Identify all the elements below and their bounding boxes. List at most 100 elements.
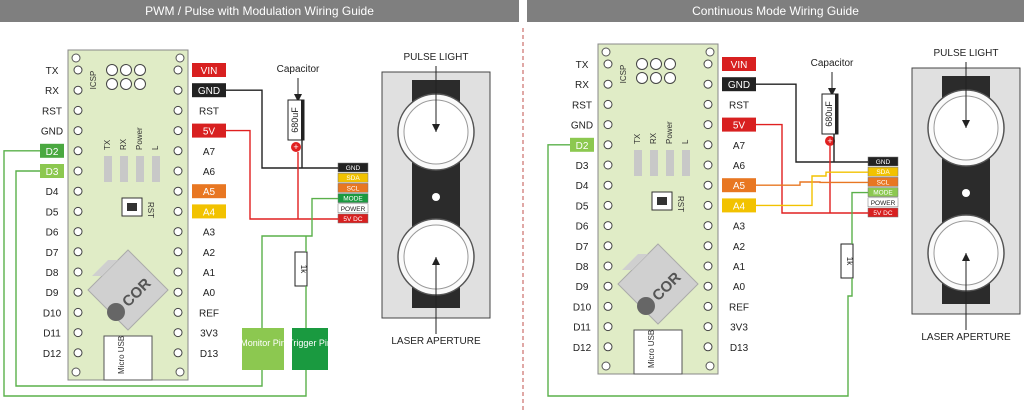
- resistor-body: [840, 243, 854, 279]
- mounting-hole: [601, 47, 611, 57]
- wire-mode-resistor: [851, 191, 868, 244]
- pin-hole-left: [73, 126, 83, 136]
- mounting-hole: [71, 53, 81, 63]
- pin-hole-left: [603, 79, 613, 89]
- trigger-pin-box: [292, 328, 328, 370]
- sensor-pin-bg: [337, 172, 369, 183]
- pin-hole-right: [703, 342, 713, 352]
- pin-label-right: RST: [199, 106, 219, 117]
- pin-hole-left: [73, 348, 83, 358]
- reset-button-cap: [127, 203, 137, 211]
- led-indicator: [152, 156, 160, 182]
- mounting-hole: [705, 47, 715, 57]
- capacitor-arrowhead: [294, 94, 302, 102]
- mounting-hole: [175, 53, 185, 63]
- pin-label-left: D12: [43, 349, 62, 360]
- right-title-banner: Continuous Mode Wiring Guide: [527, 0, 1024, 22]
- logo-badge: [107, 303, 125, 321]
- pin-label-right: A2: [203, 248, 216, 259]
- pin-hole-right: [173, 105, 183, 115]
- pin-label-left: D9: [576, 282, 589, 293]
- pin-hole-left: [73, 166, 83, 176]
- wire-gnd: [226, 89, 338, 169]
- pin-label-left: D6: [46, 228, 59, 239]
- usb-label: Micro USB: [647, 330, 656, 368]
- icsp-pin: [106, 78, 118, 90]
- pin-label-right: D13: [730, 343, 749, 354]
- pin-hole-right: [703, 261, 713, 271]
- led-label: RX: [649, 132, 658, 144]
- led-label: L: [681, 139, 690, 144]
- led-label: TX: [633, 133, 642, 144]
- pin-label-left: RST: [572, 100, 592, 111]
- sensor-pin-label: 5V DC: [343, 216, 362, 223]
- pin-hole-left: [603, 200, 613, 210]
- pin-label-right: 3V3: [730, 323, 748, 334]
- reset-label: RST: [676, 196, 685, 212]
- pin-hole-left: [603, 120, 613, 130]
- resistor-body: [294, 251, 308, 287]
- pin-label-right: 3V3: [200, 329, 218, 340]
- pin-label-left: D4: [46, 187, 59, 198]
- pin-label-right: A1: [733, 262, 746, 273]
- pin-hole-right: [173, 206, 183, 216]
- pin-label-left: D5: [46, 207, 59, 218]
- pin-label-left: GND: [571, 121, 593, 132]
- icsp-pin: [664, 58, 676, 70]
- pin-label-left: D7: [46, 248, 59, 259]
- mounting-hole: [601, 361, 611, 371]
- pin-label-right: VIN: [731, 60, 748, 71]
- pin-label-left: GND: [41, 127, 63, 138]
- pin-label-right: A0: [203, 288, 216, 299]
- pin-hole-right: [173, 65, 183, 75]
- pin-label-bg-right: [192, 123, 226, 138]
- pin-hole-left: [73, 85, 83, 95]
- pulse-light-label: PULSE LIGHT: [403, 52, 468, 63]
- sensor-pin-label: SCL: [877, 179, 890, 186]
- pin-label-bg-right: [192, 204, 226, 219]
- monitor-pin-box: [242, 328, 284, 370]
- pin-hole-right: [173, 85, 183, 95]
- pin-label-left: D3: [46, 167, 59, 178]
- pin-hole-right: [703, 322, 713, 332]
- pulse-light-arrowhead: [432, 124, 440, 132]
- pulse-light-arrowhead: [962, 120, 970, 128]
- pin-hole-left: [73, 307, 83, 317]
- wire-mode-monitor: [261, 197, 338, 330]
- pin-label-bg-right: [192, 184, 226, 199]
- icsp-pin: [650, 58, 662, 70]
- pin-label-right: A0: [733, 282, 746, 293]
- pin-hole-right: [173, 227, 183, 237]
- pin-hole-right: [703, 221, 713, 231]
- sensor-pin-label: MODE: [873, 190, 893, 197]
- laser-aperture-label: LASER APERTURE: [391, 336, 481, 347]
- icsp-pin: [134, 64, 146, 76]
- pin-label-bg-right: [722, 178, 756, 193]
- icsp-pin: [664, 72, 676, 84]
- icsp-pin: [636, 72, 648, 84]
- pin-label-left: D2: [46, 147, 59, 158]
- pin-hole-left: [603, 140, 613, 150]
- pin-label-right: 5V: [203, 127, 216, 138]
- pin-label-bg-right: [722, 117, 756, 132]
- pin-label-left: D9: [46, 288, 59, 299]
- pin-label-bg-right: [722, 57, 756, 71]
- pin-hole-right: [703, 160, 713, 170]
- pin-label-right: A3: [203, 228, 216, 239]
- pin-hole-right: [703, 301, 713, 311]
- sensor-pin-label: POWER: [341, 206, 366, 213]
- resistor-value: 1k: [299, 265, 308, 274]
- pin-hole-left: [603, 322, 613, 332]
- wire-5v: [226, 129, 338, 220]
- pin-label-left: D4: [576, 181, 589, 192]
- laser-aperture-arrowhead: [962, 253, 970, 261]
- sensor-pin-label: GND: [876, 159, 891, 166]
- mounting-hole: [175, 367, 185, 377]
- pin-label-right: GND: [198, 86, 220, 97]
- pin-hole-right: [703, 180, 713, 190]
- sensor-pin-label: SDA: [876, 169, 890, 176]
- pin-label-left: TX: [46, 66, 59, 77]
- icsp-label: ICSP: [89, 71, 98, 90]
